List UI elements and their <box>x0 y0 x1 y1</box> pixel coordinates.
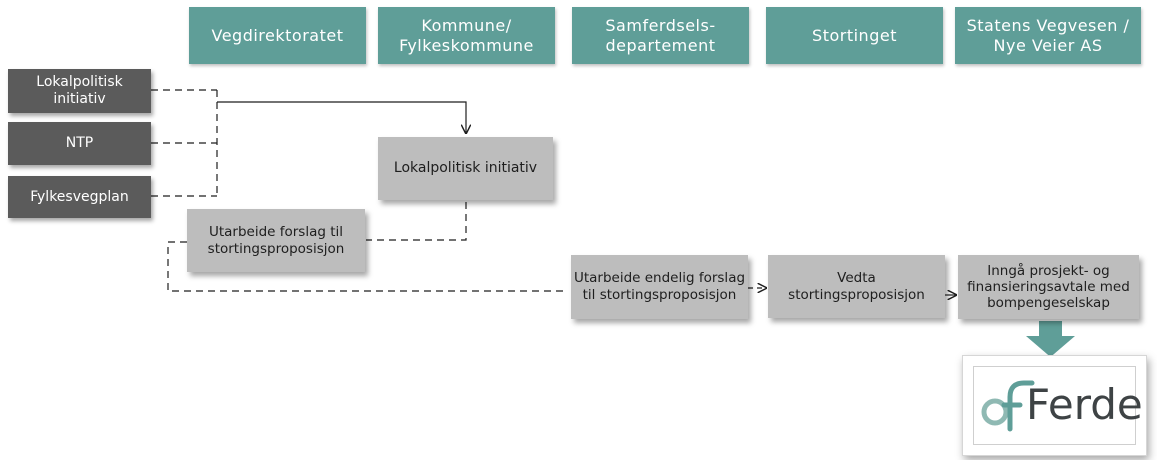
connector-to-initiative <box>217 101 466 133</box>
lane-samferdselsdepartement: Samferdsels- departement <box>572 7 749 64</box>
lane-label: Kommune/ Fylkeskommune <box>399 15 534 55</box>
lane-kommune: Kommune/ Fylkeskommune <box>378 7 555 64</box>
step-label: Lokalpolitisk initiativ <box>393 160 538 176</box>
step-adopt: Vedta stortingsproposisjon <box>768 255 945 318</box>
logo-inner-frame: Ferde <box>973 366 1143 445</box>
step-agreement: Inngå prosjekt- og finansieringsavtale m… <box>958 255 1139 319</box>
connector-initiative-to-draft <box>366 202 467 241</box>
ferde-logo: Ferde <box>962 355 1147 456</box>
lane-label: Stortinget <box>812 25 897 45</box>
step-label: Vedta stortingsproposisjon <box>788 269 925 303</box>
lane-vegdirektoratet: Vegdirektoratet <box>189 7 366 64</box>
source-fylkesvegplan: Fylkesvegplan <box>8 176 151 218</box>
step-draft-proposal: Utarbeide forslag til stortingsproposisj… <box>187 209 365 272</box>
step-initiative: Lokalpolitisk initiativ <box>378 137 553 200</box>
step-label: Inngå prosjekt- og finansieringsavtale m… <box>967 263 1130 311</box>
source-label: NTP <box>65 135 94 151</box>
down-arrow-icon <box>1026 321 1075 357</box>
lane-stortinget: Stortinget <box>766 7 943 64</box>
source-lokalpolitisk: Lokalpolitisk initiativ <box>8 69 151 113</box>
step-label: Utarbeide endelig forslag til stortingsp… <box>573 270 746 303</box>
source-label: Fylkesvegplan <box>30 188 129 205</box>
step-label: Utarbeide forslag til stortingsproposisj… <box>207 223 345 257</box>
connector-draft-to-final <box>167 241 568 292</box>
source-label: Lokalpolitisk initiativ <box>36 74 123 107</box>
source-ntp: NTP <box>8 122 151 165</box>
lane-label: Statens Vegvesen / Nye Veier AS <box>966 15 1130 55</box>
ferde-mark-icon <box>981 380 1035 432</box>
lane-label: Samferdsels- departement <box>605 15 716 55</box>
lane-statens-vegvesen: Statens Vegvesen / Nye Veier AS <box>955 7 1141 64</box>
lane-label: Vegdirektoratet <box>211 25 344 45</box>
logo-text: Ferde <box>1026 380 1143 429</box>
step-final-proposal: Utarbeide endelig forslag til stortingsp… <box>571 255 748 319</box>
